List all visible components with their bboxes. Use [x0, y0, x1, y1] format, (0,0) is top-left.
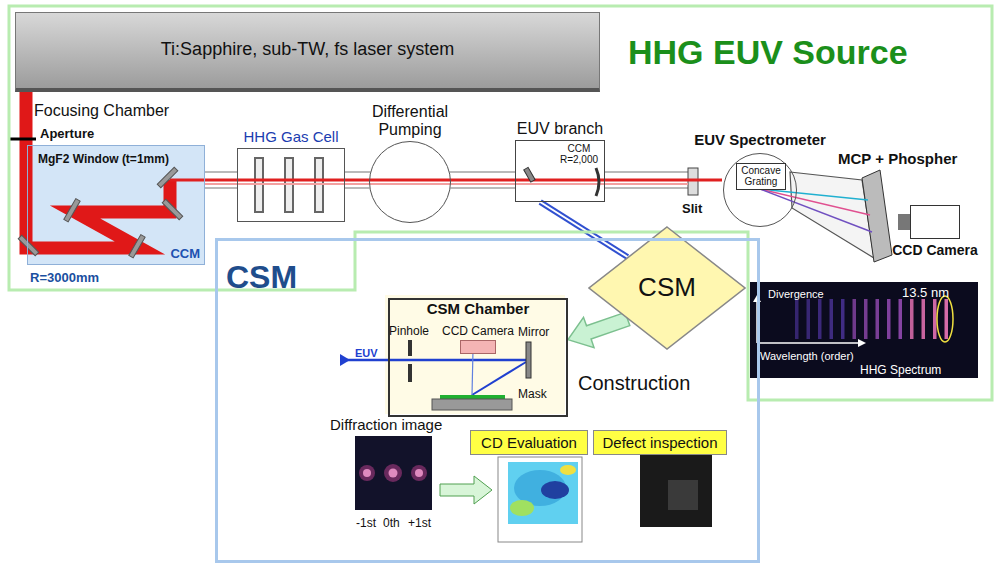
text-holder: Defect inspection	[594, 434, 726, 452]
label-holder: R=3000mm	[30, 268, 99, 286]
node-text: CCD Camera	[892, 242, 978, 258]
node-text: MgF2 Window (t=1mm)	[38, 152, 169, 166]
camera-box: CCD Camera	[910, 205, 960, 239]
text-holder: HHG EUV Source	[628, 33, 908, 72]
order-label: 0th	[383, 516, 400, 530]
focusing-chamber: Focusing ChamberMgF2 Window (t=1mm)CCM	[27, 145, 205, 265]
text-holder: CCM	[170, 244, 200, 262]
connector	[540, 202, 627, 257]
label-holder: +1st	[408, 513, 431, 531]
node-text: CD Evaluation	[481, 434, 577, 451]
spectrum-image: DivergenceWavelength (order) 13.5 nm HHG S…	[750, 282, 978, 378]
result-box: Defect inspection	[593, 430, 727, 455]
text-holder: CSM	[226, 259, 297, 296]
text-holder: Focusing Chamber	[34, 102, 169, 120]
node-text: CSM Chamber	[427, 300, 530, 317]
camera-box: CCD Camera	[460, 340, 496, 354]
node-text: CCM	[170, 246, 200, 261]
label-holder: Mask	[518, 384, 547, 402]
grating-box: Concave Grating	[736, 163, 786, 190]
arrow-shape	[568, 312, 630, 347]
beam-label: EUV	[355, 347, 378, 359]
euv-branch: EUV branchCCM R=2,000	[515, 140, 605, 202]
connector	[568, 312, 630, 347]
node-text: CSM	[638, 272, 696, 303]
image-label: Diffraction image	[330, 416, 442, 433]
text-holder: CCD Camera	[431, 321, 525, 339]
text-holder: 13.5 nm	[902, 283, 949, 301]
text-holder: HHG Gas Cell	[238, 128, 344, 146]
node-text: Divergence	[768, 288, 824, 300]
text-holder: CCD Camera	[881, 241, 989, 259]
node-text: HHG Gas Cell	[243, 128, 338, 145]
node-text: Defect inspection	[602, 434, 717, 451]
pumping-chamber: Differential Pumping	[369, 141, 451, 223]
node-text: CSM	[226, 259, 297, 296]
order-label: +1st	[408, 516, 431, 530]
label-holder: Construction	[578, 372, 690, 395]
source-region: HHG EUV Source Ti:Sapphire, sub-TW, fs la…	[8, 5, 993, 402]
node-text: Concave Grating	[737, 165, 785, 187]
text-holder: CD Evaluation	[471, 434, 587, 452]
aperture-label: Aperture	[40, 126, 94, 141]
csm-diamond: CSM	[588, 226, 746, 350]
node-text: Focusing Chamber	[34, 102, 169, 120]
label-holder: -1st	[356, 513, 376, 531]
node-text: CCM R=2,000	[557, 143, 601, 165]
text-holder: Differential Pumping	[350, 103, 470, 139]
label-holder: MCP + Phospher	[838, 150, 957, 168]
part-label: Mirror	[518, 325, 549, 339]
text-holder: CSM	[588, 272, 746, 303]
gas-cell: HHG Gas Cell	[237, 148, 345, 222]
node-text: Wavelength (order)	[760, 350, 854, 362]
text-holder: Ti:Sapphire, sub-TW, fs laser system	[16, 39, 599, 60]
node-text: HHG EUV Source	[628, 33, 908, 72]
step-label: Construction	[578, 372, 690, 395]
label-holder: Slit	[682, 199, 702, 217]
node-text: Ti:Sapphire, sub-TW, fs laser system	[161, 39, 454, 60]
text-holder: Wavelength (order)	[760, 346, 854, 364]
node-text: EUV branch	[517, 120, 603, 138]
label-holder: EUV	[355, 343, 378, 361]
label-holder: Pinhole	[389, 321, 429, 339]
part-label: MCP + Phospher	[838, 150, 957, 167]
part-label: Mask	[518, 387, 547, 401]
text-holder: EUV branch	[486, 120, 634, 138]
label-holder: Mirror	[518, 322, 549, 340]
text-holder: CCM R=2,000	[557, 143, 601, 167]
node-text: Differential Pumping	[350, 103, 470, 139]
order-label: -1st	[356, 516, 376, 530]
beam-line	[540, 202, 627, 257]
label-holder: Aperture	[40, 124, 94, 142]
text-holder: HHG Spectrum	[860, 360, 941, 378]
node-text: CCD Camera	[442, 324, 514, 338]
spectrometer: EUV SpectrometerConcave Grating	[723, 153, 797, 227]
text-holder: Divergence	[768, 284, 824, 302]
laser-box: Ti:Sapphire, sub-TW, fs laser system	[15, 12, 600, 92]
result-box: CD Evaluation	[470, 430, 588, 455]
text-holder: MgF2 Window (t=1mm)	[38, 149, 169, 167]
radius-label: R=3000mm	[30, 270, 99, 285]
node-text: HHG Spectrum	[860, 363, 941, 377]
part-label: Slit	[682, 201, 702, 216]
label-holder: 0th	[383, 513, 400, 531]
text-holder: EUV Spectrometer	[674, 131, 846, 149]
node-text: EUV Spectrometer	[694, 131, 826, 148]
text-holder: CSM Chamber	[390, 300, 566, 318]
part-label: Pinhole	[389, 324, 429, 338]
node-text: 13.5 nm	[902, 285, 949, 300]
text-holder: Concave Grating	[737, 165, 785, 189]
label-holder: Diffraction image	[330, 416, 442, 434]
beam-line	[540, 202, 627, 257]
